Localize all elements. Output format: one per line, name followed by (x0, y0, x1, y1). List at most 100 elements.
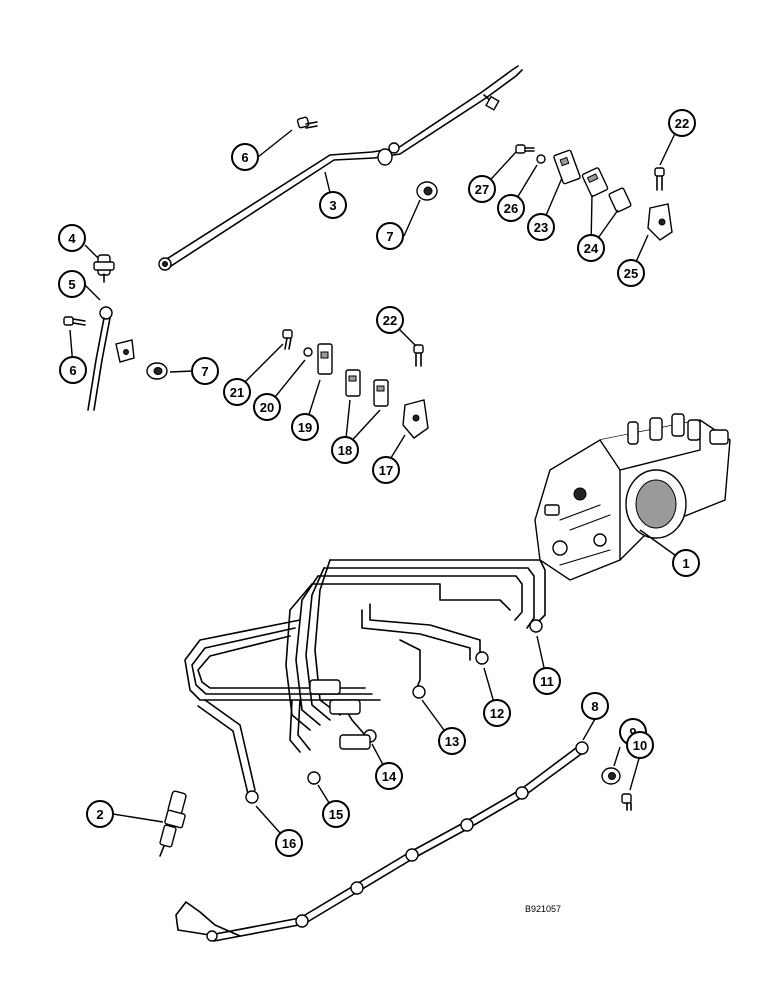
callout-8: 8 (581, 692, 609, 720)
callout-circle (533, 667, 561, 695)
callout-label: 23 (534, 220, 548, 235)
fuel-return-line (158, 65, 523, 271)
callout-3: 3 (319, 191, 347, 219)
fuel-injector (159, 790, 187, 857)
callout-circle (58, 270, 86, 298)
callout-circle (672, 549, 700, 577)
callout-22: 22 (668, 109, 696, 137)
callout-label: 22 (383, 313, 397, 328)
callout-circle (497, 194, 525, 222)
callout-label: 17 (379, 463, 393, 478)
callout-6: 6 (231, 143, 259, 171)
callout-circle (275, 829, 303, 857)
callout-circle (617, 259, 645, 287)
callout-label: 11 (540, 674, 554, 689)
bolt-top (296, 116, 318, 129)
injector-pipe-set (184, 559, 546, 804)
callout-13: 13 (438, 727, 466, 755)
leak-off-pipe (87, 306, 135, 411)
callout-15: 15 (322, 800, 350, 828)
callout-27: 27 (468, 175, 496, 203)
callout-circle (322, 800, 350, 828)
callout-circle (291, 413, 319, 441)
callout-label: 5 (68, 277, 75, 292)
callout-label: 3 (329, 198, 336, 213)
callout-18: 18 (331, 436, 359, 464)
bolt-left (63, 316, 86, 326)
callout-label: 15 (329, 807, 343, 822)
callout-label: 8 (591, 699, 598, 714)
callout-label: 26 (504, 201, 518, 216)
callout-circle (468, 175, 496, 203)
callout-label: 20 (260, 400, 274, 415)
grommet-left (146, 362, 168, 380)
callout-circle (331, 436, 359, 464)
callout-circle (253, 393, 281, 421)
callout-25: 25 (617, 259, 645, 287)
callout-14: 14 (375, 762, 403, 790)
leak-off-line-bottom (175, 741, 589, 942)
callout-label: 7 (386, 229, 393, 244)
callout-4: 4 (58, 224, 86, 252)
injector-leak-off-connector (93, 254, 115, 283)
grommet-bottom (601, 767, 621, 785)
callout-circle (59, 356, 87, 384)
callout-circle (319, 191, 347, 219)
callout-16: 16 (275, 829, 303, 857)
callout-circle (668, 109, 696, 137)
callout-circle (626, 731, 654, 759)
callout-17: 17 (372, 456, 400, 484)
callout-24: 24 (577, 234, 605, 262)
callout-12: 12 (483, 699, 511, 727)
callout-circle (577, 234, 605, 262)
callout-label: 19 (298, 420, 312, 435)
callout-10: 10 (626, 731, 654, 759)
callout-6: 6 (59, 356, 87, 384)
callout-label: 24 (584, 241, 599, 256)
reference-code: B921057 (525, 904, 561, 914)
callout-circle (527, 213, 555, 241)
callout-circle (438, 727, 466, 755)
clamp-assembly-top (515, 144, 673, 241)
callout-label: 4 (68, 231, 76, 246)
callout-label: 18 (338, 443, 352, 458)
callout-1: 1 (672, 549, 700, 577)
callout-circle (231, 143, 259, 171)
fuel-injection-pump (534, 413, 731, 581)
callout-label: 14 (382, 769, 397, 784)
callout-circle (86, 800, 114, 828)
clamp-assembly-middle (282, 329, 429, 439)
callout-20: 20 (253, 393, 281, 421)
callout-23: 23 (527, 213, 555, 241)
callout-label: 7 (201, 364, 208, 379)
callout-22: 22 (376, 306, 404, 334)
callout-5: 5 (58, 270, 86, 298)
callout-circle (372, 456, 400, 484)
callout-circle (191, 357, 219, 385)
callout-7: 7 (376, 222, 404, 250)
bolt-bottom (621, 793, 632, 811)
callout-label: 13 (445, 734, 459, 749)
callout-circle (483, 699, 511, 727)
callout-2: 2 (86, 800, 114, 828)
callout-label: 10 (633, 738, 647, 753)
callout-label: 2 (96, 807, 103, 822)
callout-circle (581, 692, 609, 720)
callout-7: 7 (191, 357, 219, 385)
callout-circle (375, 762, 403, 790)
callout-label: 22 (675, 116, 689, 131)
callout-21: 21 (223, 378, 251, 406)
callout-label: 9 (629, 725, 636, 740)
callout-circle (376, 306, 404, 334)
callout-label: 27 (475, 182, 489, 197)
callout-label: 21 (230, 385, 244, 400)
callout-balloons: 1234566778910111213141516171819202122222… (58, 109, 700, 857)
callout-19: 19 (291, 413, 319, 441)
grommet-top (416, 181, 438, 201)
callout-label: 1 (682, 556, 689, 571)
callout-label: 12 (490, 706, 504, 721)
callout-label: 6 (69, 363, 76, 378)
callout-label: 16 (282, 836, 296, 851)
callout-circle (376, 222, 404, 250)
